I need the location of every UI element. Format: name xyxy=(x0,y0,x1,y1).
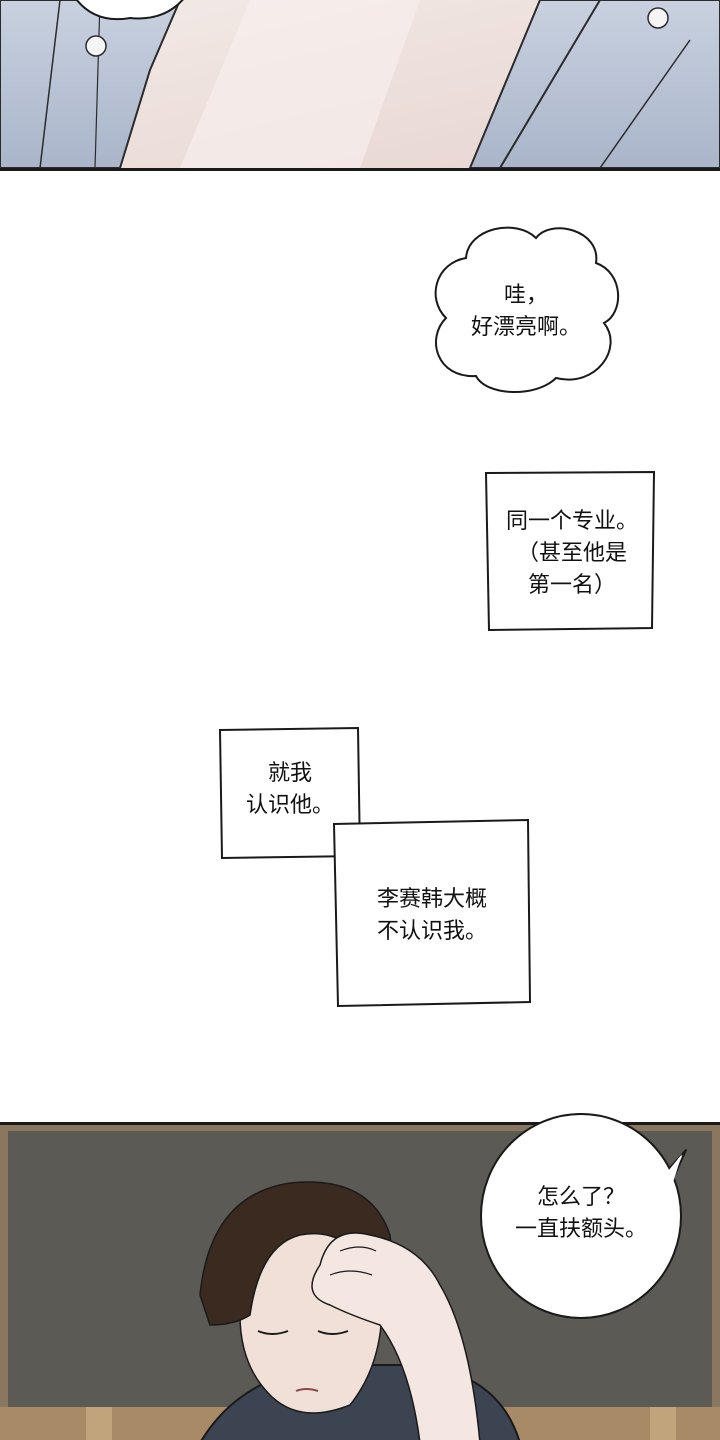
bubble-text: 哇， 好漂亮啊。 xyxy=(470,283,581,340)
narration-box-doesnt-know-me: 李赛韩大概 不认识我。 xyxy=(332,818,532,1008)
box-shape xyxy=(332,818,532,1008)
narration-box-same-major: 同一个专业。 （甚至他是 第一名） xyxy=(484,470,656,632)
box-text: 就我 认识他。 xyxy=(245,761,334,818)
box-text: 同一个专业。 （甚至他是 第一名） xyxy=(505,509,638,598)
bottom-panel xyxy=(0,1122,720,1440)
speech-bubble-whats-wrong: 怎么了？ 一直扶额头。 xyxy=(478,1110,688,1322)
shirt-closeup-illustration xyxy=(0,0,720,168)
man-rubbing-forehead-illustration xyxy=(0,1125,720,1440)
cloud-bubble-shape xyxy=(434,226,619,394)
bubble-text: 怎么了？ 一直扶额头。 xyxy=(514,1185,647,1242)
oval-bubble-shape xyxy=(480,1113,687,1319)
box-text: 李赛韩大概 不认识我。 xyxy=(376,887,487,944)
box-shape xyxy=(484,470,656,632)
speech-bubble-wow: 哇， 好漂亮啊。 xyxy=(426,218,626,398)
narration-box-only-me: 就我 认识他。 xyxy=(218,726,362,860)
top-panel xyxy=(0,0,720,171)
